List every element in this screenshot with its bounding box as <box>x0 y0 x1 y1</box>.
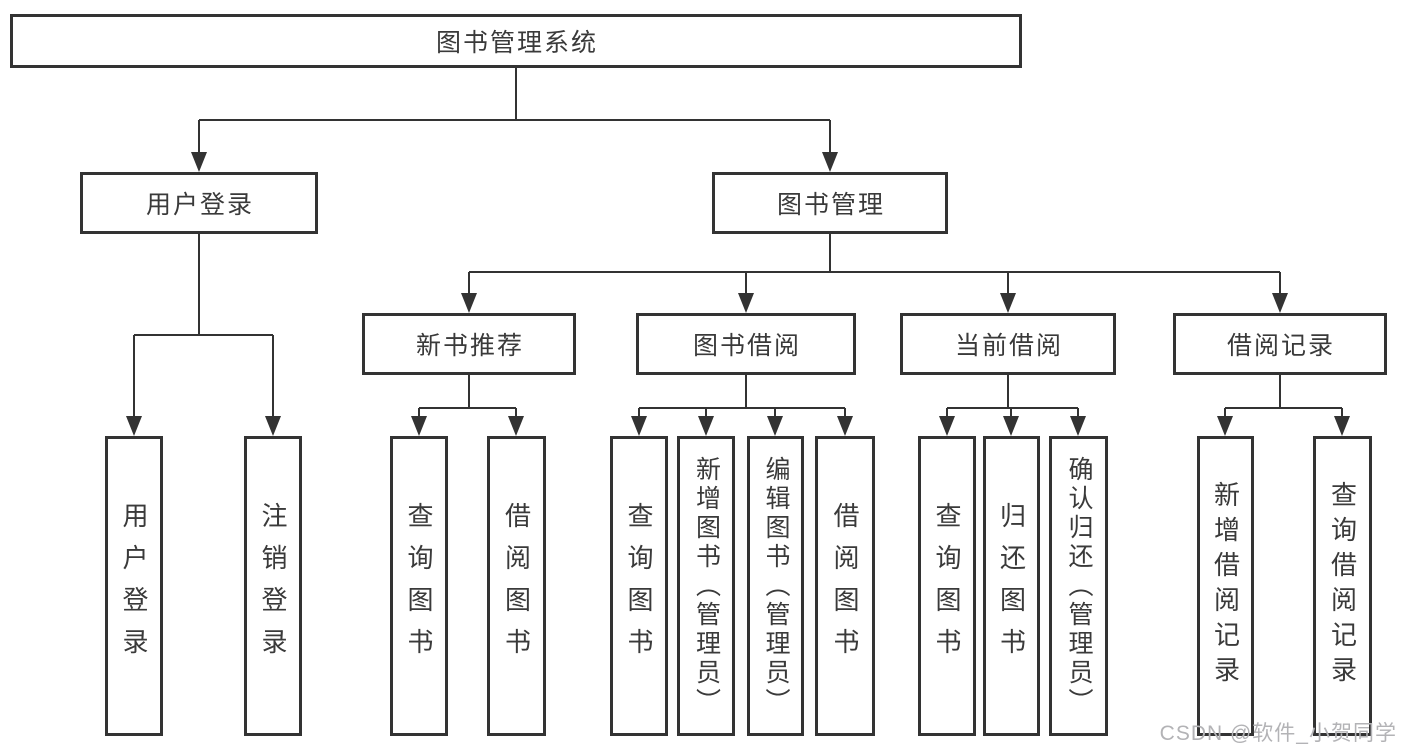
leaf-borrowing-borrow-books: 借阅图书 <box>815 436 875 736</box>
connector-arrow <box>698 408 714 436</box>
node-library-system: 图书管理系统 <box>10 14 1022 68</box>
node-label: 借阅图书 <box>501 502 532 670</box>
node-label: 查询图书 <box>404 502 434 670</box>
leaf-rec-borrow-books: 借阅图书 <box>487 436 546 736</box>
connector-line <box>947 407 1078 409</box>
connector-arrow <box>265 335 281 436</box>
connector-arrow <box>738 272 754 313</box>
connector-line <box>198 233 200 335</box>
node-label: 新增借阅记录 <box>1210 481 1241 691</box>
connector-arrow <box>822 120 838 172</box>
leaf-records-add-record: 新增借阅记录 <box>1197 436 1254 736</box>
node-book-borrowing: 图书借阅 <box>636 313 856 375</box>
leaf-borrowing-query-books: 查询图书 <box>610 436 668 736</box>
connector-arrow <box>461 272 477 313</box>
connector-arrow <box>939 408 955 436</box>
connector-line <box>829 234 831 272</box>
leaf-records-query-record: 查询借阅记录 <box>1313 436 1372 736</box>
node-label: 当前借阅 <box>954 332 1063 360</box>
watermark: CSDN @软件_小贺同学 <box>1159 722 1397 745</box>
connector-line <box>469 271 1280 273</box>
node-label: 用户登录 <box>145 191 254 219</box>
node-label: 借阅记录 <box>1226 332 1335 360</box>
node-label: 确认归还（管理员） <box>1065 455 1093 717</box>
node-label: 用户登录 <box>119 502 149 670</box>
connector-arrow <box>1000 272 1016 313</box>
connector-arrow <box>191 120 207 172</box>
leaf-logout: 注销登录 <box>244 436 302 736</box>
connector-line <box>134 334 273 336</box>
connector-arrow <box>1070 408 1086 436</box>
connector-arrow <box>1334 408 1350 436</box>
node-book-management: 图书管理 <box>712 172 948 234</box>
connector-arrow <box>1003 408 1019 436</box>
connector-arrow <box>767 408 783 436</box>
leaf-rec-query-books: 查询图书 <box>390 436 448 736</box>
node-new-book-recommendation: 新书推荐 <box>362 313 576 375</box>
node-user-login: 用户登录 <box>80 172 318 234</box>
node-label: 新增图书（管理员） <box>692 455 721 717</box>
leaf-current-query-books: 查询图书 <box>918 436 976 736</box>
leaf-current-confirm-return-admin: 确认归还（管理员） <box>1049 436 1108 736</box>
connector-line <box>468 374 470 408</box>
connector-arrow <box>411 408 427 436</box>
node-label: 注销登录 <box>258 502 288 670</box>
connector-line <box>1279 374 1281 408</box>
node-label: 查询图书 <box>932 502 962 670</box>
node-label: 新书推荐 <box>415 332 524 360</box>
connector-arrow <box>1272 272 1288 313</box>
node-label: 查询借阅记录 <box>1327 481 1358 691</box>
connector-arrow <box>1217 408 1233 436</box>
node-label: 借阅图书 <box>830 502 860 670</box>
connector-line <box>745 374 747 408</box>
node-label: 图书管理 <box>776 191 885 219</box>
node-label: 查询图书 <box>624 502 654 670</box>
connector-line <box>1007 374 1009 408</box>
connector-line <box>1225 407 1342 409</box>
node-label: 编辑图书（管理员） <box>762 455 790 717</box>
connector-line <box>639 407 845 409</box>
connector-arrow <box>126 335 142 436</box>
node-label: 归还图书 <box>996 502 1027 670</box>
node-label: 图书借阅 <box>692 332 801 360</box>
leaf-borrowing-add-book-admin: 新增图书（管理员） <box>677 436 735 736</box>
node-current-borrowing: 当前借阅 <box>900 313 1116 375</box>
connector-arrow <box>837 408 853 436</box>
connector-arrow <box>631 408 647 436</box>
leaf-borrowing-edit-book-admin: 编辑图书（管理员） <box>747 436 804 736</box>
connector-line <box>419 407 516 409</box>
leaf-user-login: 用户登录 <box>105 436 163 736</box>
connector-line <box>515 68 517 120</box>
node-label: 图书管理系统 <box>435 29 598 57</box>
connector-arrow <box>508 408 524 436</box>
leaf-current-return-books: 归还图书 <box>983 436 1040 736</box>
connector-line <box>199 119 830 121</box>
node-borrowing-records: 借阅记录 <box>1173 313 1387 375</box>
